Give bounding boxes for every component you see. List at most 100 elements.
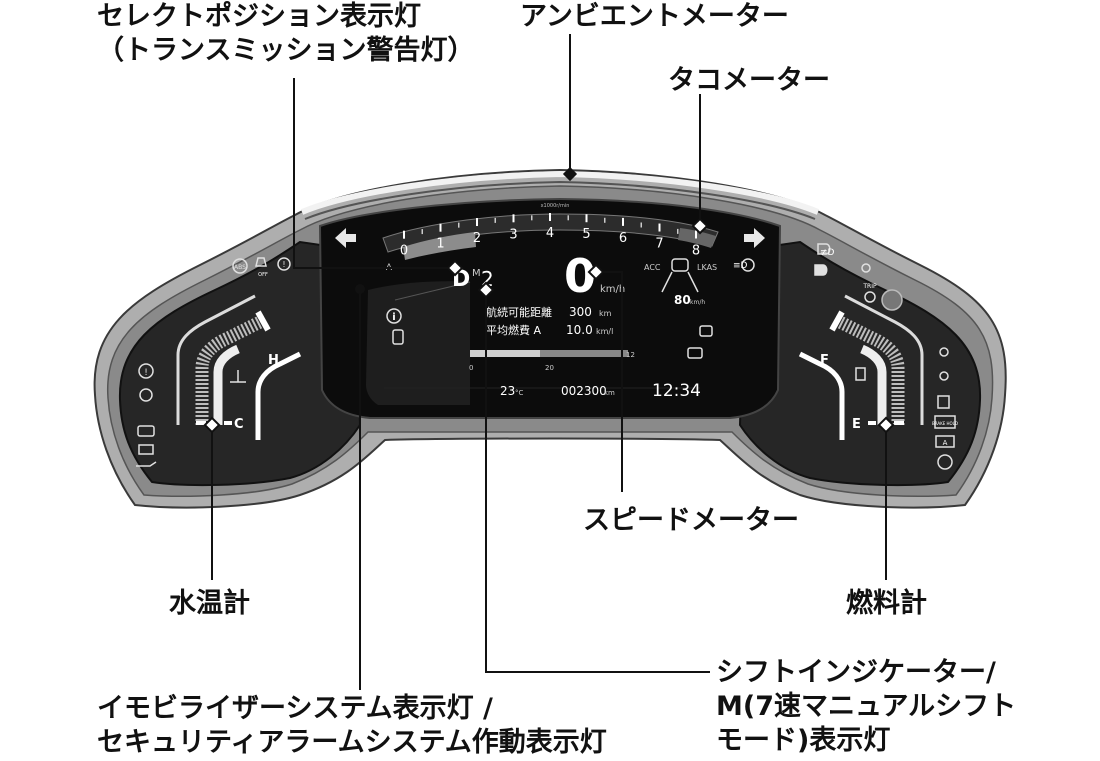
avg-fuel-value: 10.0	[566, 323, 593, 337]
water-temp-gauge	[176, 294, 302, 440]
fog-light-icon	[817, 243, 831, 255]
right-gauge-pod	[738, 240, 982, 487]
avg-fuel-label: 平均燃費 A	[486, 323, 541, 337]
brake-hold-label: BRAKE HOLD	[932, 421, 958, 426]
brake-hold-icon	[934, 415, 956, 429]
range-value: 300	[569, 305, 592, 319]
acc-speed-unit: km/h	[690, 299, 705, 306]
auto-stop-icon	[935, 435, 955, 448]
callout-immobilizer-line1: イモビライザーシステム表示灯 /	[97, 693, 493, 724]
econ-scale-0: 0	[469, 364, 473, 372]
abs-icon: ABS	[232, 258, 248, 274]
oil-pressure-icon	[136, 461, 157, 467]
left-gauge-pod	[118, 240, 362, 487]
callout-select-position-line2: （トランスミッション警告灯）	[97, 35, 475, 66]
leader-speedometer	[596, 271, 623, 492]
brake-warning-icon: !	[138, 363, 154, 379]
avg-fuel-unit: km/l	[596, 327, 613, 336]
tachometer: 0 1 2 3 4 5 6 7 8	[382, 213, 719, 260]
cruise-a-label: A	[943, 439, 948, 447]
econ-scale-20: 20	[545, 364, 554, 372]
tacho-label-3: 3	[509, 227, 517, 242]
airbag-icon	[939, 347, 949, 357]
fuel-gauge	[798, 294, 924, 440]
side-lights-icon	[861, 263, 871, 273]
shift-mode-letter: M	[472, 268, 481, 279]
seatbelt-icon	[939, 371, 949, 381]
info-glyph: i	[392, 312, 395, 323]
check-engine-icon	[137, 425, 155, 437]
callout-speedometer: スピードメーター	[583, 505, 799, 536]
callout-immobilizer: イモビライザーシステム表示灯 / セキュリティアラームシステム作動表示灯	[97, 692, 607, 760]
callout-ambient-meter: アンビエントメーター	[520, 1, 789, 32]
outside-temp: 23	[500, 384, 515, 398]
tacho-label-8: 8	[692, 243, 700, 258]
tacho-label-4: 4	[546, 226, 554, 241]
fuel-cap-icon	[937, 395, 950, 409]
callout-water-temp: 水温計	[169, 588, 250, 619]
callout-shift-indicator-line1: シフトインジケーター/	[716, 657, 996, 688]
svg-text:!: !	[282, 260, 285, 269]
temp-unit: °C	[515, 389, 524, 397]
lane-icon	[661, 271, 699, 293]
water-hot-label: H	[268, 353, 279, 368]
callout-select-position: セレクトポジション表示灯 （トランスミッション警告灯）	[97, 0, 474, 68]
econ-bar	[470, 350, 628, 357]
callout-shift-indicator-line2: M(7速マニュアルシフト	[716, 691, 1017, 722]
vsa-off-icon	[255, 257, 267, 267]
tacho-ticks: 0 1 2 3 4 5 6 7 8	[400, 213, 700, 259]
rear-defrost-icon	[864, 291, 876, 303]
tacho-label-6: 6	[619, 231, 627, 246]
leader-shift-indicator	[485, 290, 710, 673]
trip-knob-icon	[881, 289, 903, 311]
leader-select-position	[293, 78, 455, 269]
tacho-label-1: 1	[436, 237, 444, 252]
eps-icon	[139, 388, 153, 402]
tacho-label-5: 5	[582, 227, 590, 242]
range-label: 航続可能距離	[486, 305, 552, 319]
battery-icon	[138, 444, 154, 455]
parking-brake-icon	[937, 454, 953, 470]
fog-glyph: ≢D	[820, 248, 835, 258]
center-display	[318, 197, 782, 419]
svg-text:!: !	[144, 368, 148, 378]
fuel-full-label: F	[820, 353, 829, 368]
callout-shift-indicator: シフトインジケーター/ M(7速マニュアルシフト モード)表示灯	[716, 656, 1016, 758]
info-icon	[386, 308, 402, 324]
tacho-unit: x1000r/min	[541, 203, 570, 209]
coolant-icon	[230, 370, 246, 383]
auto-high-beam-icon	[741, 258, 755, 272]
fuel-pump-icon	[855, 367, 866, 381]
fuel-empty-label: E	[852, 417, 861, 432]
right-turn-arrow-icon	[744, 228, 765, 248]
water-cold-label: C	[234, 417, 244, 432]
immobilizer-icon	[392, 329, 404, 345]
beam-glyph: ≡D	[733, 261, 748, 271]
svg-text:ABS: ABS	[234, 264, 246, 271]
acc-set-speed: 80	[674, 293, 691, 307]
lkas-label: LKAS	[697, 263, 717, 272]
odometer: 002300	[561, 384, 607, 398]
tacho-label-2: 2	[473, 231, 481, 246]
trip-label: TRIP	[862, 283, 877, 290]
car-icon-right	[687, 325, 713, 359]
tpms-icon: !	[277, 257, 291, 271]
tacho-label-0: 0	[400, 244, 408, 259]
callout-shift-indicator-line3: モード)表示灯	[716, 725, 891, 756]
car-ahead-icon	[671, 258, 689, 272]
speed-unit: km/h	[600, 284, 625, 295]
acc-label: ACC	[644, 263, 661, 272]
econ-scale-12: 12	[626, 351, 635, 359]
callout-tachometer: タコメーター	[668, 65, 830, 96]
speed-value: 0	[564, 249, 596, 303]
callout-select-position-line1: セレクトポジション表示灯	[97, 1, 421, 32]
range-unit: km	[599, 309, 612, 318]
leader-markers	[203, 166, 895, 434]
clock: 12:34	[652, 381, 701, 401]
callout-fuel-gauge: 燃料計	[846, 588, 927, 619]
odometer-unit: km	[604, 389, 615, 397]
headlight-icon	[814, 264, 828, 276]
tacho-label-7: 7	[655, 237, 663, 252]
